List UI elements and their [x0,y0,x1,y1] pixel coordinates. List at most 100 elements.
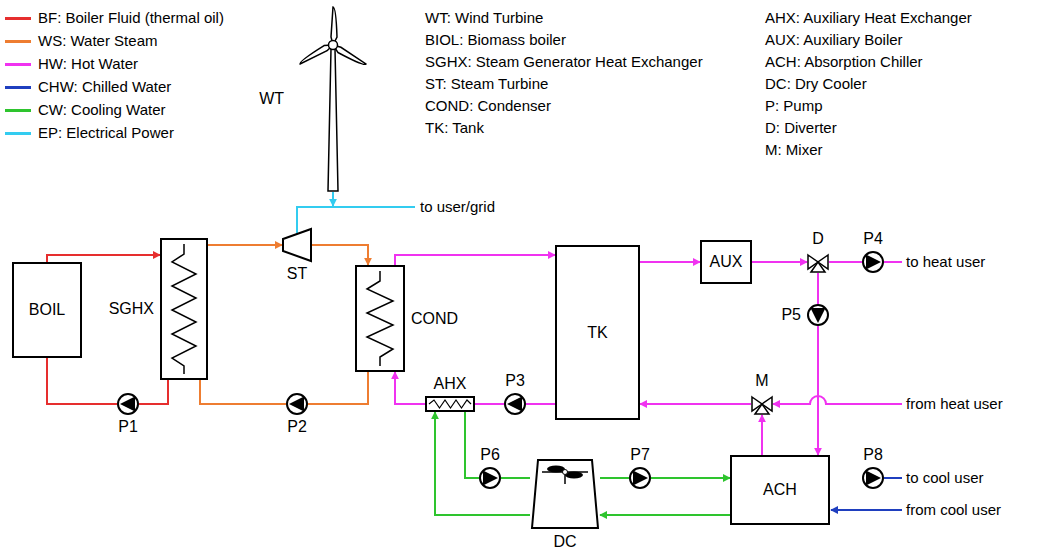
component-label: ACH [763,481,797,499]
abbreviation-note: DC: Dry Cooler [765,75,867,93]
steam-turbine-outline [282,228,312,262]
pump-label: P4 [863,230,883,248]
diverter-valve-outline [807,251,829,273]
component-label: BOIL [29,301,65,319]
pipe-connector [395,255,555,265]
pipe-connector [312,245,368,265]
steam-generator: SGHX [160,238,208,380]
legend-text: CHW: Chilled Water [38,78,171,96]
heat-return-line [773,396,902,404]
component-label: TK [587,324,607,342]
endpoint-label: to user/grid [420,198,495,216]
pipe-connector [761,415,763,455]
pipe-connector [640,403,751,405]
pipe-connector [526,403,555,405]
abbreviation-note: ACH: Absorption Chiller [765,53,923,71]
endpoint-label: to cool user [906,469,984,487]
aux-heat-exchanger: AHX [425,396,475,412]
steam-generator-outline [160,238,208,380]
pipe-connector [139,380,168,404]
abbreviation-note: COND: Condenser [425,97,551,115]
boiler-box: BOIL [12,262,82,358]
mixer-valve-outline [751,393,773,415]
pump-symbol-outline [629,467,651,489]
mixer-valve: M [751,393,773,415]
abbreviation-note: BIOL: Biomass boiler [425,31,566,49]
wind-turbine-outline [290,5,376,192]
component-label: AUX [710,253,743,271]
legend-swatch [5,132,31,135]
component-label: M [755,372,768,390]
tank-box: TK [555,245,640,420]
pipe-connector [501,477,530,479]
pump-label: P7 [630,446,650,464]
condenser: COND [355,265,405,372]
pump-label: P2 [287,418,307,436]
pump-label: P6 [480,446,500,464]
power-line [297,207,415,233]
pump-symbol-outline [807,304,829,326]
power-arrow [332,192,334,206]
pump-symbol: P5 [807,304,829,326]
legend-swatch [5,40,31,43]
endpoint-label: to heat user [906,253,985,271]
legend-swatch [5,63,31,66]
pipe-connector [208,244,282,246]
abbreviation-note: ST: Steam Turbine [425,75,548,93]
pipe-connector [475,403,504,405]
pump-symbol: P4 [862,251,884,273]
pipe-connector [465,412,479,478]
pipe-connector [817,273,819,304]
pump-symbol: P8 [862,467,884,489]
wind-turbine: WT [290,5,376,192]
pump-label: P3 [505,372,525,390]
pipe-connector [600,477,629,479]
pump-symbol-outline [117,393,139,415]
pump-symbol-outline [862,251,884,273]
component-label: WT [259,90,284,108]
cool-return-line [831,509,902,511]
pump-symbol: P1 [117,393,139,415]
abbreviation-note: P: Pump [765,97,823,115]
legend-swatch [5,17,31,20]
pump-label: P1 [118,418,138,436]
legend-text: BF: Boiler Fluid (thermal oil) [38,9,224,27]
diverter-valve: D [807,251,829,273]
abbreviation-note: TK: Tank [425,119,484,137]
chiller-box: ACH [730,455,830,525]
pipe-connector [47,358,117,404]
pump-label: P8 [863,446,883,464]
pump-symbol: P3 [504,393,526,415]
component-label: COND [411,310,458,328]
abbreviation-note: SGHX: Steam Generator Heat Exchanger [425,53,703,71]
pipe-connector [829,261,862,263]
component-label: SGHX [109,300,154,318]
abbreviation-note: M: Mixer [765,141,823,159]
component-label: ST [287,265,307,283]
pump-symbol-outline [862,467,884,489]
pump-label: P5 [781,306,801,324]
condenser-outline [355,265,405,372]
pump-symbol: P6 [479,467,501,489]
pipe-connector [752,261,807,263]
component-label: AHX [434,375,467,393]
pipe-connector [600,514,730,516]
aux-heat-exchanger-outline [425,396,475,412]
pipe-connector [308,372,368,404]
cool-supply-line [884,477,902,479]
pump-symbol: P2 [286,393,308,415]
legend-text: CW: Cooling Water [38,101,166,119]
endpoint-label: from heat user [906,395,1003,413]
endpoint-label: from cool user [906,501,1001,519]
pipe-connector [640,261,700,263]
legend-swatch [5,109,31,112]
pump-symbol: P7 [629,467,651,489]
heat-supply-line [884,261,902,263]
pump-symbol-outline [286,393,308,415]
abbreviation-note: D: Diverter [765,119,837,137]
component-label: D [812,230,824,248]
pipe-connector [651,477,730,479]
aux-boiler-box: AUX [700,240,752,284]
pipe-connector [817,326,819,455]
legend-swatch [5,86,31,89]
